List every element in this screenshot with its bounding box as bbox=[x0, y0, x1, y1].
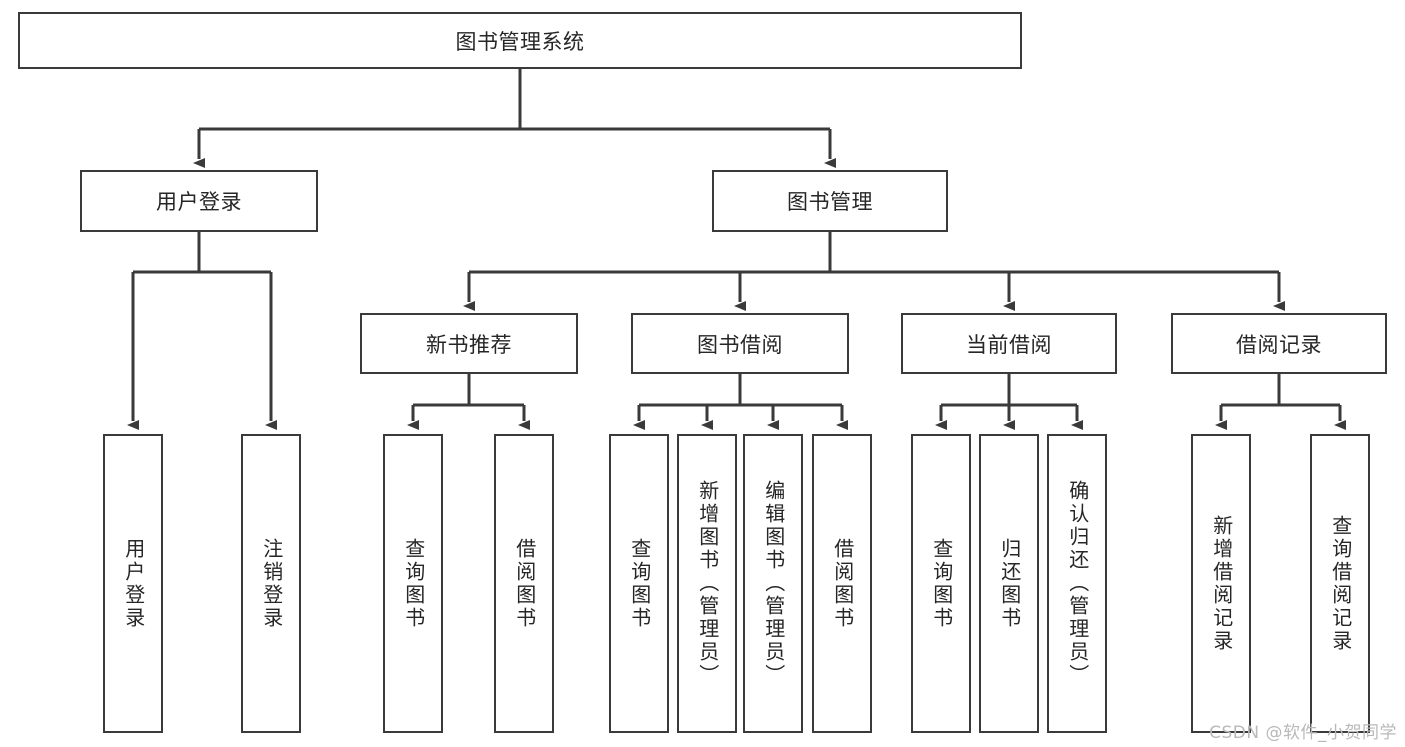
node-new-book-recommend-label: 新书推荐 bbox=[426, 332, 512, 357]
node-leaf-borrow-book-2[interactable]: 借阅图书 bbox=[812, 434, 872, 733]
node-leaf-query-book-1-label: 查询图书 bbox=[401, 537, 426, 630]
node-leaf-borrow-book-1[interactable]: 借阅图书 bbox=[494, 434, 554, 733]
node-book-borrow-label: 图书借阅 bbox=[697, 332, 783, 357]
node-leaf-query-book-1[interactable]: 查询图书 bbox=[383, 434, 443, 733]
node-leaf-edit-book[interactable]: 编辑图书（管理员） bbox=[743, 434, 803, 733]
node-leaf-logout-login[interactable]: 注销登录 bbox=[241, 434, 301, 733]
node-book-management[interactable]: 图书管理 bbox=[712, 170, 948, 232]
node-leaf-confirm-return[interactable]: 确认归还（管理员） bbox=[1047, 434, 1107, 733]
csdn-watermark: CSDN @软件_小贺同学 bbox=[1209, 723, 1397, 743]
node-leaf-query-book-3[interactable]: 查询图书 bbox=[911, 434, 971, 733]
node-leaf-add-borrow-record[interactable]: 新增借阅记录 bbox=[1191, 434, 1251, 733]
node-user-login-label: 用户登录 bbox=[156, 190, 242, 214]
node-leaf-return-book[interactable]: 归还图书 bbox=[979, 434, 1039, 733]
node-leaf-query-book-3-label: 查询图书 bbox=[929, 537, 954, 630]
node-leaf-edit-book-label: 编辑图书（管理员） bbox=[761, 480, 786, 687]
node-leaf-add-borrow-record-label: 新增借阅记录 bbox=[1209, 514, 1234, 653]
node-user-login[interactable]: 用户登录 bbox=[80, 170, 318, 232]
node-leaf-user-login[interactable]: 用户登录 bbox=[103, 434, 163, 733]
node-borrow-record-label: 借阅记录 bbox=[1236, 332, 1322, 357]
node-current-borrow[interactable]: 当前借阅 bbox=[901, 313, 1117, 374]
node-leaf-query-borrow-record[interactable]: 查询借阅记录 bbox=[1310, 434, 1370, 733]
node-leaf-borrow-book-2-label: 借阅图书 bbox=[830, 537, 855, 630]
node-current-borrow-label: 当前借阅 bbox=[966, 332, 1052, 357]
node-leaf-query-book-2[interactable]: 查询图书 bbox=[609, 434, 669, 733]
node-root-label: 图书管理系统 bbox=[455, 29, 585, 54]
node-book-borrow[interactable]: 图书借阅 bbox=[631, 313, 849, 374]
node-root[interactable]: 图书管理系统 bbox=[18, 12, 1022, 69]
node-borrow-record[interactable]: 借阅记录 bbox=[1171, 313, 1387, 374]
node-leaf-logout-login-label: 注销登录 bbox=[259, 537, 284, 630]
node-leaf-return-book-label: 归还图书 bbox=[997, 537, 1022, 630]
node-leaf-query-book-2-label: 查询图书 bbox=[627, 537, 652, 630]
node-leaf-add-book[interactable]: 新增图书（管理员） bbox=[677, 434, 737, 733]
node-leaf-user-login-label: 用户登录 bbox=[121, 537, 146, 630]
node-new-book-recommend[interactable]: 新书推荐 bbox=[360, 313, 578, 374]
node-leaf-add-book-label: 新增图书（管理员） bbox=[695, 480, 720, 687]
node-leaf-borrow-book-1-label: 借阅图书 bbox=[512, 537, 537, 630]
node-leaf-query-borrow-record-label: 查询借阅记录 bbox=[1328, 514, 1353, 653]
node-leaf-confirm-return-label: 确认归还（管理员） bbox=[1065, 480, 1090, 687]
node-book-management-label: 图书管理 bbox=[787, 190, 873, 214]
